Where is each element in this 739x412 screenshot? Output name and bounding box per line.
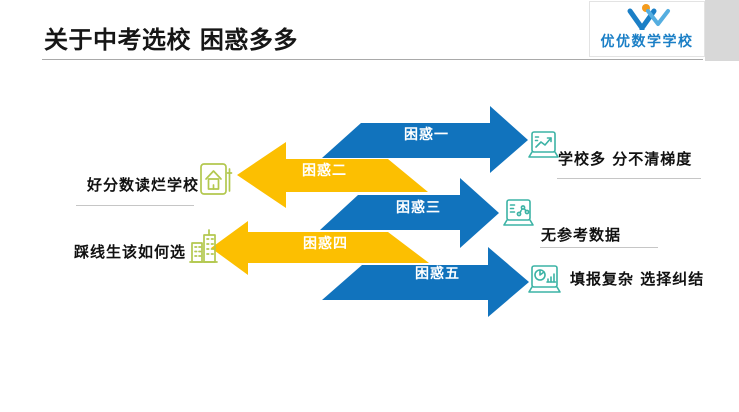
laptop-trend-chart-icon	[527, 130, 560, 161]
right-note-1-underline	[557, 178, 701, 179]
left-note-1: 好分数读烂学校	[87, 176, 200, 194]
right-note-1: 学校多 分不清梯度	[558, 150, 693, 168]
right-note-2-underline	[540, 247, 658, 248]
arrow-label-2: 困惑二	[302, 163, 347, 179]
right-note-2: 无参考数据	[541, 226, 622, 244]
arrow-label-4: 困惑四	[303, 236, 348, 252]
city-buildings-icon	[187, 228, 219, 265]
school-logo: 优优数学学校	[589, 1, 705, 57]
school-logo-name: 优优数学学校	[600, 34, 694, 50]
page-title: 关于中考选校 困惑多多	[44, 26, 298, 54]
arrow-label-3: 困惑三	[396, 200, 441, 216]
house-certificate-icon	[199, 160, 233, 197]
left-note-2: 踩线生该如何选	[74, 243, 187, 261]
arrow-label-1: 困惑一	[404, 127, 449, 143]
title-divider	[42, 59, 703, 60]
laptop-data-points-icon	[502, 198, 535, 229]
left-note-1-underline	[76, 205, 194, 206]
arrow-label-5: 困惑五	[415, 266, 460, 282]
school-logo-icon	[612, 4, 682, 34]
corner-background	[705, 0, 739, 61]
laptop-pie-chart-icon	[527, 264, 562, 297]
right-note-3: 填报复杂 选择纠结	[570, 270, 705, 288]
